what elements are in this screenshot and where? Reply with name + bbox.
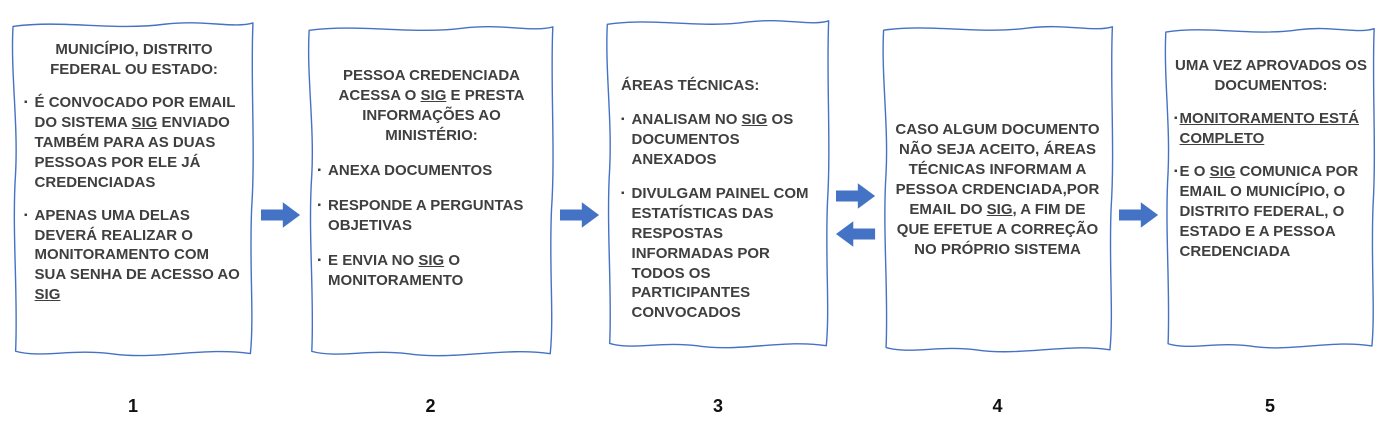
bullet-icon: ▪ [317, 164, 322, 176]
step-5-title: UMA VEZ APROVADOS OS DOCUMENTOS: [1174, 56, 1368, 96]
step-number-3: 3 [712, 396, 723, 416]
step-number-5: 5 [1264, 396, 1275, 416]
text-segment: COMUNICA POR EMAIL O MUNICÍPIO, O DISTRI… [1179, 162, 1359, 260]
text-segment: O MONITORAMENTO [328, 251, 464, 289]
step-3-bullet-2: ▪ DIVULGAM PAINEL COM ESTATÍSTICAS DAS R… [621, 184, 821, 324]
sig-underlined: SIG [986, 200, 1013, 218]
flow-step-3: ÁREAS TÉCNICAS: ▪ ANALISAM NO SIG OS DOC… [599, 4, 837, 425]
sig-underlined: SIG [1209, 162, 1236, 180]
text-segment: É CONVOCADO POR EMAIL DO SISTEMA [34, 93, 236, 131]
text-segment: , A FIM DE QUE EFETUE A CORREÇÃO NO PRÓP… [896, 200, 1099, 258]
step-2-bullet-1: ▪ ANEXA DOCUMENTOS [318, 161, 546, 181]
connector-2-3 [560, 4, 600, 425]
step-2-bullet-2: ▪ RESPONDE A PERGUNTAS OBJETIVAS [318, 196, 546, 236]
text-segment: CASO ALGUM DOCUMENTO NÃO SEJA ACEITO, ÁR… [895, 121, 1100, 218]
bullet-icon: ▪ [621, 113, 625, 125]
flow-step-4: CASO ALGUM DOCUMENTO NÃO SEJA ACEITO, ÁR… [875, 4, 1121, 425]
step-4-content: CASO ALGUM DOCUMENTO NÃO SEJA ACEITO, ÁR… [875, 20, 1121, 360]
text-segment: E O [1179, 162, 1210, 180]
text-segment: APENAS UMA DELAS DEVERÁ REALIZAR O MONIT… [34, 206, 240, 284]
step-1-title: MUNICÍPIO, DISTRITO FEDERAL OU ESTADO: [24, 40, 244, 80]
flow-step-1: MUNICÍPIO, DISTRITO FEDERAL OU ESTADO: ▪… [4, 4, 262, 425]
sig-underlined: SIG [420, 86, 447, 104]
step-5-bullet-1: ▪ MONITORAMENTO ESTÁ COMPLETO [1174, 109, 1368, 149]
text-segment: ANEXA DOCUMENTOS [328, 161, 493, 179]
step-5-bullet-2: ▪ E O SIG COMUNICA POR EMAIL O MUNICÍPIO… [1174, 162, 1368, 262]
connector-4-5 [1119, 4, 1159, 425]
title-text: UMA VEZ APROVADOS OS DOCUMENTOS: [1175, 57, 1367, 94]
sig-underlined: SIG [34, 286, 61, 304]
text-segment: DIVULGAM PAINEL COM ESTATÍSTICAS DAS RES… [631, 184, 809, 322]
step-3-title: ÁREAS TÉCNICAS: [621, 76, 821, 96]
text-segment: E ENVIA NO [328, 251, 419, 269]
step-2-bullet-3: ▪ E ENVIA NO SIG O MONITORAMENTO [318, 251, 546, 291]
underlined-text: MONITORAMENTO ESTÁ COMPLETO [1179, 109, 1359, 147]
bullet-icon: ▪ [621, 187, 625, 199]
document-shape-5: UMA VEZ APROVADOS OS DOCUMENTOS: ▪ MONIT… [1158, 22, 1382, 356]
step-number-4: 4 [992, 396, 1003, 416]
step-number-2: 2 [425, 396, 436, 416]
flow-step-5: UMA VEZ APROVADOS OS DOCUMENTOS: ▪ MONIT… [1158, 4, 1382, 425]
step-1-content: MUNICÍPIO, DISTRITO FEDERAL OU ESTADO: ▪… [4, 16, 262, 364]
bullet-icon: ▪ [24, 209, 28, 221]
bullet-text: DIVULGAM PAINEL COM ESTATÍSTICAS DAS RES… [632, 184, 821, 324]
step-3-content: ÁREAS TÉCNICAS: ▪ ANALISAM NO SIG OS DOC… [599, 14, 837, 356]
bullet-text: APENAS UMA DELAS DEVERÁ REALIZAR O MONIT… [35, 206, 244, 306]
text-segment: ANALISAM NO [631, 110, 742, 128]
title-text: E PRESTA INFORMAÇÕES AO MINISTÉRIO: [362, 86, 525, 144]
bullet-icon: ▪ [1174, 112, 1178, 124]
document-shape-3: ÁREAS TÉCNICAS: ▪ ANALISAM NO SIG OS DOC… [599, 14, 837, 356]
document-shape-4: CASO ALGUM DOCUMENTO NÃO SEJA ACEITO, ÁR… [875, 20, 1121, 360]
bullet-text: RESPONDE A PERGUNTAS OBJETIVAS [328, 196, 545, 236]
title-text: PESSOA CREDENCIADA ACESSA O [338, 67, 520, 104]
connector-3-4 [835, 4, 875, 425]
block-arrow-right-icon [560, 201, 600, 228]
bullet-icon: ▪ [1174, 165, 1178, 177]
bullet-text: E ENVIA NO SIG O MONITORAMENTO [328, 251, 545, 291]
step-5-content: UMA VEZ APROVADOS OS DOCUMENTOS: ▪ MONIT… [1158, 22, 1382, 356]
sig-underlined: SIG [418, 251, 445, 269]
block-arrow-right-icon [260, 201, 300, 228]
block-arrow-right-icon [835, 182, 875, 209]
sig-underlined: SIG [131, 113, 158, 131]
bullet-icon: ▪ [317, 254, 322, 266]
bullet-icon: ▪ [24, 96, 28, 108]
document-shape-2: PESSOA CREDENCIADA ACESSA O SIG E PRESTA… [300, 20, 562, 364]
flow-step-2: PESSOA CREDENCIADA ACESSA O SIG E PRESTA… [300, 4, 562, 425]
block-arrow-left-icon [835, 220, 875, 247]
bullet-text: E O SIG COMUNICA POR EMAIL O MUNICÍPIO, … [1180, 162, 1368, 262]
text-segment: ENVIADO TAMBÉM PARA AS DUAS PESSOAS POR … [34, 113, 230, 191]
step-1-bullet-1: ▪ É CONVOCADO POR EMAIL DO SISTEMA SIG E… [24, 93, 244, 193]
bullet-text: MONITORAMENTO ESTÁ COMPLETO [1180, 109, 1368, 149]
bullet-text: ANALISAM NO SIG OS DOCUMENTOS ANEXADOS [632, 110, 821, 170]
document-shape-1: MUNICÍPIO, DISTRITO FEDERAL OU ESTADO: ▪… [4, 16, 262, 364]
bullet-text: ANEXA DOCUMENTOS [328, 161, 545, 181]
step-4-paragraph: CASO ALGUM DOCUMENTO NÃO SEJA ACEITO, ÁR… [895, 120, 1101, 260]
step-number-1: 1 [127, 396, 138, 416]
sig-underlined: SIG [741, 110, 768, 128]
title-text: MUNICÍPIO, DISTRITO FEDERAL OU ESTADO: [50, 41, 218, 78]
connector-1-2 [260, 4, 300, 425]
step-1-bullet-2: ▪ APENAS UMA DELAS DEVERÁ REALIZAR O MON… [24, 206, 244, 306]
step-2-title: PESSOA CREDENCIADA ACESSA O SIG E PRESTA… [318, 66, 546, 146]
bullet-text: É CONVOCADO POR EMAIL DO SISTEMA SIG ENV… [35, 93, 244, 193]
text-segment: RESPONDE A PERGUNTAS OBJETIVAS [328, 196, 524, 234]
block-arrow-right-icon [1119, 201, 1159, 228]
step-3-bullet-1: ▪ ANALISAM NO SIG OS DOCUMENTOS ANEXADOS [621, 110, 821, 170]
step-2-content: PESSOA CREDENCIADA ACESSA O SIG E PRESTA… [300, 20, 562, 364]
title-text: ÁREAS TÉCNICAS: [621, 77, 760, 94]
bullet-icon: ▪ [317, 199, 322, 211]
text-segment: OS DOCUMENTOS ANEXADOS [631, 110, 794, 168]
